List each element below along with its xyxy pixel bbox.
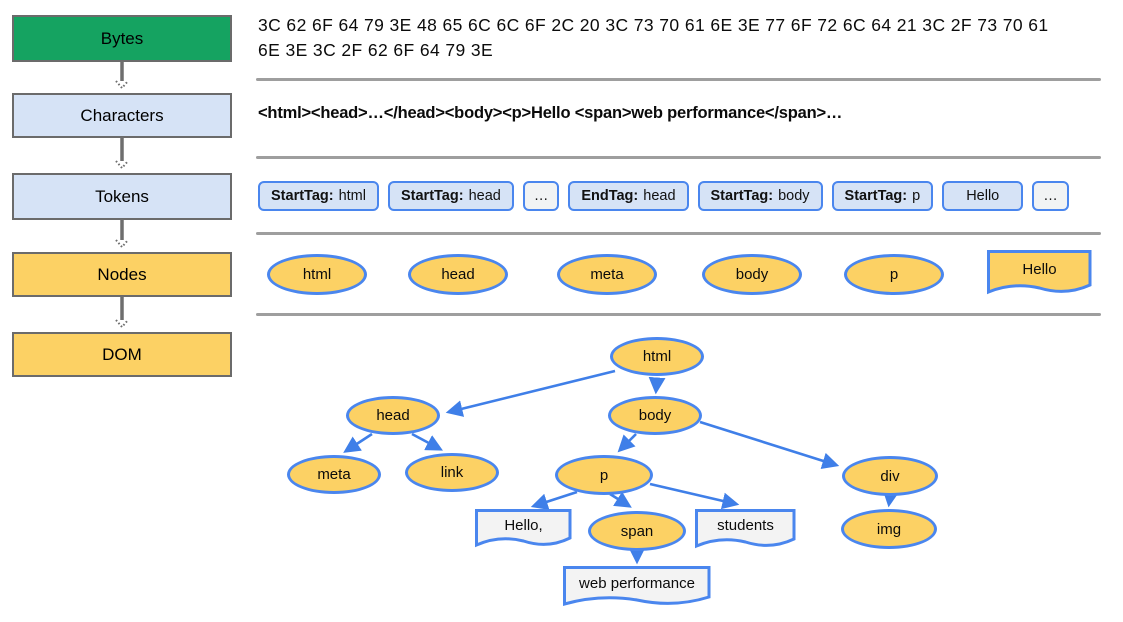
node-label: span [620,522,654,540]
stage-box-characters: Characters [12,93,232,138]
stage-box-tokens: Tokens [12,173,232,220]
node-label: body [735,266,769,283]
token-value: … [533,188,549,204]
stage-label-dom: DOM [102,344,142,364]
node-label: web performance [579,574,695,592]
tree-textnode-hello: Hello, [475,509,572,548]
edge-html-head [445,369,616,417]
token-type-label: StartTag: [400,188,464,204]
characters-markup-text: <html><head>…</head><body><p>Hello <span… [258,104,843,122]
node-label: html [302,266,332,283]
document-shape-icon [695,509,796,549]
tree-node-link: link [405,453,499,492]
node-label: meta [590,266,624,283]
row-divider [256,313,1101,316]
token-type-label: EndTag: [581,188,639,204]
document-shape-icon [475,509,572,548]
stage-box-bytes: Bytes [12,15,232,62]
tree-textnode-web-performance: web performance [563,566,711,607]
stage-box-dom: DOM [12,332,232,377]
token-value: head [468,188,501,204]
down-arrow-icon [115,296,129,329]
tokens-row: StartTag: html StartTag: head … EndTag: … [258,181,1069,211]
down-arrow-icon [115,219,129,249]
node-label: link [440,464,464,481]
node-label: p [889,266,899,283]
node-label: head [441,266,475,283]
token-starttag-html: StartTag: html [258,181,379,211]
stage-label-bytes: Bytes [100,28,144,48]
stage-label-tokens: Tokens [95,186,149,206]
edge-body-div [699,420,840,469]
tree-node-div: div [842,456,938,496]
stage-label-characters: Characters [80,105,164,125]
edge-head-link [411,432,443,451]
token-type-label: StartTag: [710,188,774,204]
bytes-hex-text: 3C 62 6F 64 79 3E 48 65 6C 6C 6F 2C 20 3… [258,13,1058,63]
node-label: meta [317,466,351,483]
node-ellipse-meta: meta [557,254,657,295]
edge-head-meta [343,432,373,453]
token-value: head [643,188,676,204]
document-shape-icon [563,566,711,606]
edge-div-img [882,489,900,508]
tree-node-meta: meta [287,455,381,494]
token-value: Hello [966,188,1000,204]
token-type-label: StartTag: [271,188,334,204]
node-document-hello: Hello [987,250,1092,295]
row-divider [256,156,1101,159]
tree-node-img: img [841,509,937,549]
node-ellipse-p: p [844,254,944,295]
token-endtag-head: EndTag: head [568,181,689,211]
node-label: head [376,407,410,424]
tree-node-head: head [346,396,440,435]
down-arrow-icon [115,137,129,170]
token-type-label: StartTag: [844,188,908,204]
tree-node-html: html [610,337,704,376]
node-ellipse-html: html [267,254,367,295]
tree-node-p: p [555,455,653,495]
edge-p-hello [530,490,578,510]
node-label: body [638,407,672,424]
edge-body-p [617,433,637,453]
token-value: body [778,188,810,204]
bytes-hex-line-2: 6E 3E 3C 2F 62 6F 64 79 3E [258,40,494,60]
token-value: … [1043,188,1058,204]
down-arrow-icon [115,61,129,90]
token-starttag-head: StartTag: head [387,181,514,211]
node-label: Hello [1022,260,1057,278]
stage-box-nodes: Nodes [12,252,232,297]
node-ellipse-body: body [702,254,802,295]
tree-node-span: span [588,511,686,551]
node-label: students [717,517,774,534]
node-label: img [876,520,902,538]
edge-html-body [648,376,666,395]
token-ellipsis: … [522,181,560,211]
node-label: div [880,467,900,485]
tree-node-body: body [608,396,702,435]
edge-p-students [649,482,740,510]
node-label: p [599,466,609,484]
document-shape-icon [987,250,1092,295]
bytes-hex-line-1: 3C 62 6F 64 79 3E 48 65 6C 6C 6F 2C 20 3… [258,15,1049,35]
node-label: Hello, [504,516,543,534]
token-value: p [912,188,921,204]
node-ellipse-head: head [408,254,508,295]
token-starttag-p: StartTag: p [831,181,934,211]
row-divider [256,78,1101,81]
edge-p-span [609,491,632,508]
row-divider [256,232,1101,235]
node-label: html [642,348,672,365]
token-ellipsis: … [1032,181,1069,211]
token-value: html [338,188,366,204]
stage-label-nodes: Nodes [97,264,147,284]
tree-textnode-students: students [695,509,796,549]
token-text-hello: Hello [942,181,1024,211]
token-starttag-body: StartTag: body [697,181,823,211]
